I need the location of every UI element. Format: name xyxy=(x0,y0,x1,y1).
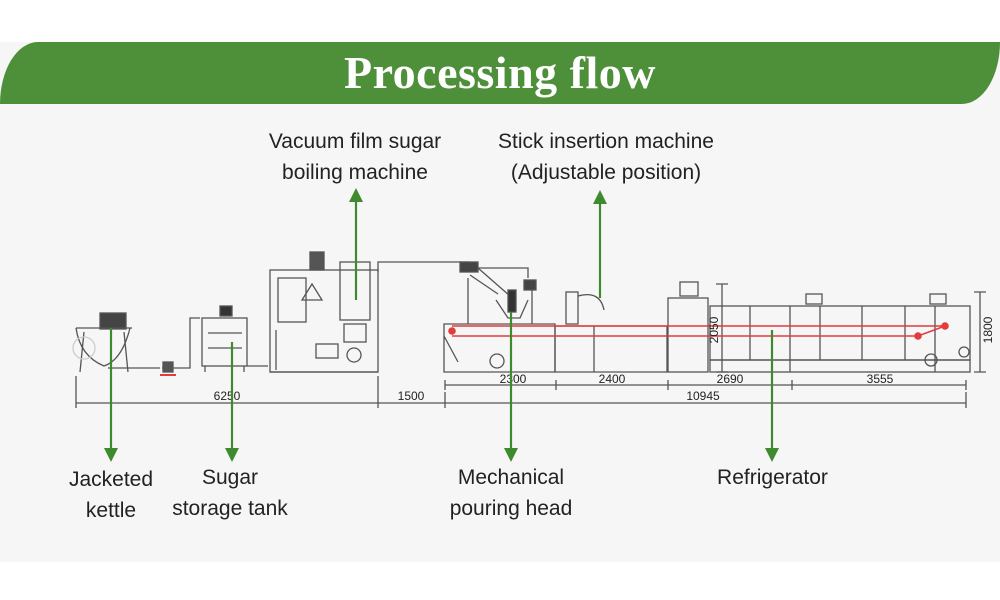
dim-2300: 2300 xyxy=(500,372,527,386)
label-line: boiling machine xyxy=(282,161,428,184)
arrow-pouring-head xyxy=(504,312,518,462)
arrow-sugar-tank xyxy=(225,342,239,462)
equipment-drawing xyxy=(72,251,986,408)
arrow-refrigerator xyxy=(765,330,779,462)
title-banner: GONDOR Processing flow xyxy=(0,42,1000,104)
conveyor-belt xyxy=(448,322,949,340)
dim-1800: 1800 xyxy=(981,316,995,343)
label-line: storage tank xyxy=(172,497,288,520)
vacuum-boiler-drawing xyxy=(269,251,379,373)
label-line: Mechanical xyxy=(457,466,565,489)
label-sugar-tank: Sugar storage tank xyxy=(160,462,300,524)
refrigerator-drawing xyxy=(667,281,971,373)
arrow-vacuum-boiler xyxy=(349,188,363,300)
dim-10945: 10945 xyxy=(686,389,720,403)
page-title: Processing flow xyxy=(343,47,656,98)
label-line: pouring head xyxy=(449,497,573,520)
label-line: Refrigerator xyxy=(717,466,828,489)
label-line: Vacuum film sugar xyxy=(268,130,442,153)
label-pouring-head: Mechanical pouring head xyxy=(436,462,586,524)
label-line: Stick insertion machine xyxy=(498,130,714,153)
dim-2690: 2690 xyxy=(717,372,744,386)
label-stick-insertion: Stick insertion machine (Adjustable posi… xyxy=(478,126,734,188)
label-line: Jacketed xyxy=(68,468,154,491)
jacketed-kettle-drawing xyxy=(72,312,132,373)
label-refrigerator: Refrigerator xyxy=(700,462,845,493)
top-margin xyxy=(0,0,1000,42)
sugar-tank-drawing xyxy=(201,305,268,372)
label-vacuum-boiler: Vacuum film sugar boiling machine xyxy=(250,126,460,188)
label-line: kettle xyxy=(85,499,137,522)
pointer-arrows xyxy=(104,188,779,462)
label-jacketed-kettle: Jacketed kettle xyxy=(56,464,166,526)
arrow-jacketed-kettle xyxy=(104,328,118,462)
arrow-stick-insertion xyxy=(593,190,607,298)
dim-6250: 6250 xyxy=(214,389,241,403)
dim-2400: 2400 xyxy=(599,372,626,386)
dim-1500: 1500 xyxy=(398,389,425,403)
dim-2050: 2050 xyxy=(707,316,721,343)
label-line: (Adjustable position) xyxy=(510,161,702,184)
dim-3555: 3555 xyxy=(867,372,894,386)
bottom-margin xyxy=(0,562,1000,600)
pouring-head-drawing xyxy=(459,261,537,324)
label-line: Sugar xyxy=(201,466,259,489)
